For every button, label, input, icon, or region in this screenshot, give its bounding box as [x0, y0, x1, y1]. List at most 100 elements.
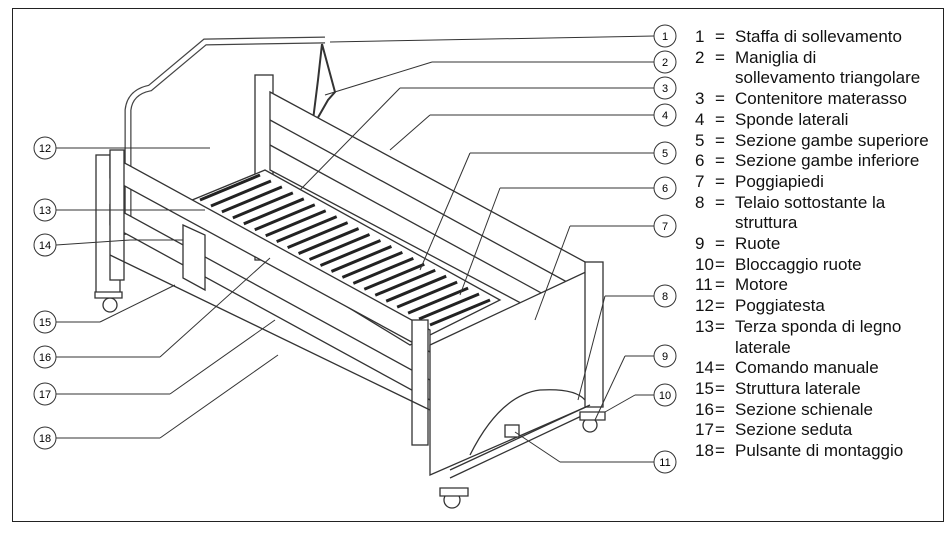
slat: [221, 185, 283, 214]
legend-equals: =: [715, 89, 725, 109]
callout-number: 15: [39, 317, 51, 329]
slat: [232, 191, 294, 220]
callout-5: 5: [653, 141, 677, 165]
callout-circle: [653, 76, 677, 100]
legend-item: 18=Pulsante di montaggio: [695, 441, 929, 462]
motor: [504, 424, 520, 438]
callout-15: 15: [33, 310, 57, 334]
legend-label: Motore: [735, 275, 788, 295]
legend-equals: =: [715, 275, 725, 295]
legend-number: 12: [695, 296, 714, 316]
slat: [319, 239, 382, 267]
callout-circle: [33, 136, 57, 160]
slat: [352, 256, 414, 285]
legend-equals: =: [715, 254, 725, 274]
slat: [418, 292, 480, 321]
legend-item: 1=Staffa di sollevamento: [695, 27, 929, 48]
callout-number: 8: [662, 291, 668, 303]
callout-number: 4: [662, 110, 668, 122]
callout-number: 10: [659, 390, 671, 402]
legend-item: 5=Sezione gambe superiore: [695, 131, 929, 152]
callout-circle: [653, 214, 677, 238]
legend-item: 17= Sezione seduta: [695, 420, 929, 441]
slat: [210, 179, 272, 208]
legend-label: Telaio sottostante la: [735, 192, 886, 212]
legend-number: 17: [695, 420, 714, 440]
callout-13: 13: [33, 198, 57, 222]
slat: [374, 268, 436, 297]
legend-number: 16: [695, 399, 714, 419]
callout-4: 4: [653, 103, 677, 127]
callout-number: 14: [39, 240, 51, 252]
legend-item: 6=Sezione gambe inferiore: [695, 151, 929, 172]
footboard: [429, 261, 604, 476]
callout-circle: [653, 141, 677, 165]
callout-circle: [653, 450, 677, 474]
callout-circle: [653, 103, 677, 127]
callout-circle: [653, 284, 677, 308]
callout-number: 16: [39, 352, 51, 364]
callout-circle: [653, 24, 677, 48]
legend-label: Sponde laterali: [735, 109, 849, 129]
lower-frame: [109, 254, 591, 479]
legend-number: 7: [695, 171, 705, 191]
legend-item: 10=Bloccaggio ruote: [695, 255, 929, 276]
legend-equals: =: [715, 420, 725, 440]
callout-number: 17: [39, 389, 51, 401]
legend-label: Contenitore materasso: [735, 89, 907, 109]
legend-equals: =: [715, 109, 725, 129]
slat: [254, 203, 316, 232]
callout-9: 9: [653, 344, 677, 368]
callout-number: 9: [662, 351, 668, 363]
callout-8: 8: [653, 284, 677, 308]
legend-item: 14=Comando manuale: [695, 358, 929, 379]
legend-item: 11= Motore: [695, 275, 929, 296]
legend-label-continued: sollevamento triangolare: [735, 68, 921, 88]
slat: [429, 298, 491, 327]
callout-circle: [33, 426, 57, 450]
callout-circle: [33, 233, 57, 257]
legend-equals: =: [715, 234, 725, 254]
callout-17: 17: [33, 382, 57, 406]
callout-number: 11: [659, 457, 670, 469]
legend-item: 3=Contenitore materasso: [695, 89, 929, 110]
triangle-handle: [311, 43, 337, 129]
legend-number: 9: [695, 234, 705, 254]
legend-label: Ruote: [735, 234, 781, 254]
callout-circle: [653, 176, 677, 200]
legend-item: 12=Poggiatesta: [695, 296, 929, 317]
slat: [341, 250, 403, 279]
legend-label: Sezione gambe inferiore: [735, 151, 920, 171]
callout-number: 6: [662, 183, 668, 195]
legend-item: 2=Maniglia di: [695, 48, 929, 69]
callout-2: 2: [653, 50, 677, 74]
slat: [287, 221, 349, 250]
legend-number: 18: [695, 441, 714, 461]
legend-label: Poggiatesta: [735, 296, 825, 316]
callout-number: 1: [662, 31, 668, 43]
legend-equals: =: [715, 441, 725, 461]
callout-10: 10: [653, 383, 677, 407]
callout-3: 3: [653, 76, 677, 100]
legend-label: Poggiapiedi: [735, 171, 824, 191]
slat: [276, 215, 338, 244]
callout-7: 7: [653, 214, 677, 238]
callout-circle: [33, 382, 57, 406]
callout-number: 5: [662, 148, 668, 160]
legend-number: 11: [695, 275, 713, 295]
legend-number: 6: [695, 151, 705, 171]
slat: [199, 173, 261, 202]
slat: [396, 280, 458, 309]
legend-label: Sezione gambe superiore: [735, 130, 929, 150]
legend-label: Sezione schienale: [735, 399, 873, 419]
callout-circle: [653, 50, 677, 74]
legend-label: Sezione seduta: [735, 420, 853, 440]
slat: [308, 233, 371, 261]
callout-11: 11: [653, 450, 677, 474]
legend-equals: =: [715, 192, 725, 212]
legend-label: Maniglia di: [735, 47, 817, 67]
callout-14: 14: [33, 233, 57, 257]
legend-equals: =: [715, 130, 725, 150]
legend-item: 4=Sponde laterali: [695, 110, 929, 131]
